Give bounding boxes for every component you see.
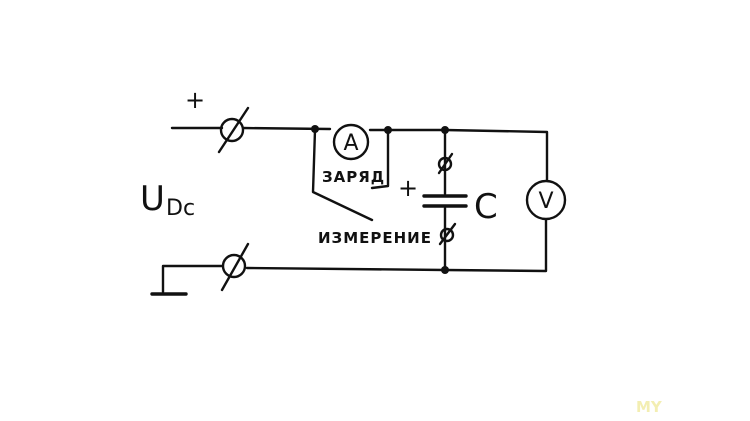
wire-ground: [161, 264, 224, 294]
supply-label-sub: Dc: [166, 196, 195, 221]
switch-charge-label: ЗАРЯД: [322, 168, 385, 186]
terminal-top-icon: [217, 106, 250, 154]
watermark-logo: MY: [636, 398, 663, 416]
capacitor-plus-label: +: [398, 174, 418, 202]
switch-measure-label: ИЗМЕРЕНИЕ: [318, 229, 432, 247]
cap-terminal-upper-icon: [437, 152, 454, 175]
wire-voltmeter-to-bottom: [443, 218, 548, 273]
wire-bottom-rail: [245, 266, 447, 272]
switch-loop-left: [311, 128, 374, 222]
wire-cap-node-to-voltmeter: [443, 128, 549, 182]
capacitor-label: C: [474, 187, 498, 227]
junction-dot: [384, 126, 392, 134]
ammeter-label: A: [343, 131, 358, 156]
terminal-bottom-icon: [220, 242, 250, 292]
ammeter-symbol: [332, 123, 370, 161]
junction-dot: [441, 266, 449, 274]
voltmeter-label: V: [538, 189, 553, 214]
supply-plus-label: +: [185, 86, 205, 114]
voltmeter-symbol: [525, 179, 567, 221]
junction-dot: [311, 125, 319, 133]
supply-label-main: U: [140, 179, 165, 219]
switch-loop-right: [370, 129, 390, 190]
junction-dot: [441, 126, 449, 134]
cap-terminal-lower-icon: [438, 222, 457, 246]
